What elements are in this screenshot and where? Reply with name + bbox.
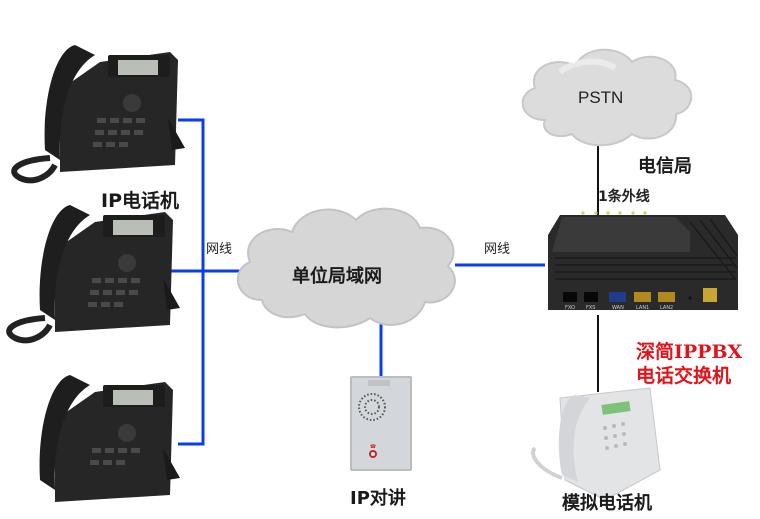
ip-phone-icon [39, 375, 180, 502]
port-label-lan1: LAN1 [636, 305, 650, 311]
lan-cloud-icon [236, 207, 456, 329]
ip-phones-group [6, 45, 185, 502]
port-label-fxs: FXS [586, 305, 596, 311]
port-label-wan: WAN [612, 305, 624, 311]
outside-line-label: 1条外线 [598, 189, 650, 205]
lan-to-pbx-cable-label: 网线 [484, 242, 511, 257]
port-wan [609, 292, 626, 302]
port-lan2 [658, 292, 675, 302]
ip-phones-label: IP电话机 [101, 190, 179, 212]
ip-phone-icon [6, 205, 180, 344]
door-intercom-icon: ☎ [350, 376, 412, 471]
lan-label: 单位局域网 [292, 266, 382, 287]
telecom-label: 电信局 [638, 156, 692, 177]
pbx-label-line2: 电话交换机 [636, 365, 732, 387]
pbx-label-line1: 深简IPPBX [636, 341, 743, 363]
port-label-fxo: FXO [565, 305, 575, 311]
phone1-cable [178, 118, 205, 446]
port-label-lan2: LAN2 [660, 305, 674, 311]
analog-phone-label: 模拟电话机 [562, 493, 652, 514]
analog-phone-icon [531, 387, 661, 501]
pstn-label: PSTN [578, 88, 624, 107]
ippbx-box-icon [548, 211, 738, 310]
power-jack [703, 288, 717, 302]
port-fxs [584, 292, 598, 302]
pstn-cloud-icon [521, 48, 693, 147]
svg-text:☎: ☎ [370, 444, 376, 450]
ip-phone-icon [11, 45, 185, 184]
port-fxo [563, 292, 577, 302]
port-lan1 [634, 292, 651, 302]
phones-to-lan-cable-label: 网线 [206, 242, 233, 257]
intercom-label: IP对讲 [350, 488, 406, 509]
